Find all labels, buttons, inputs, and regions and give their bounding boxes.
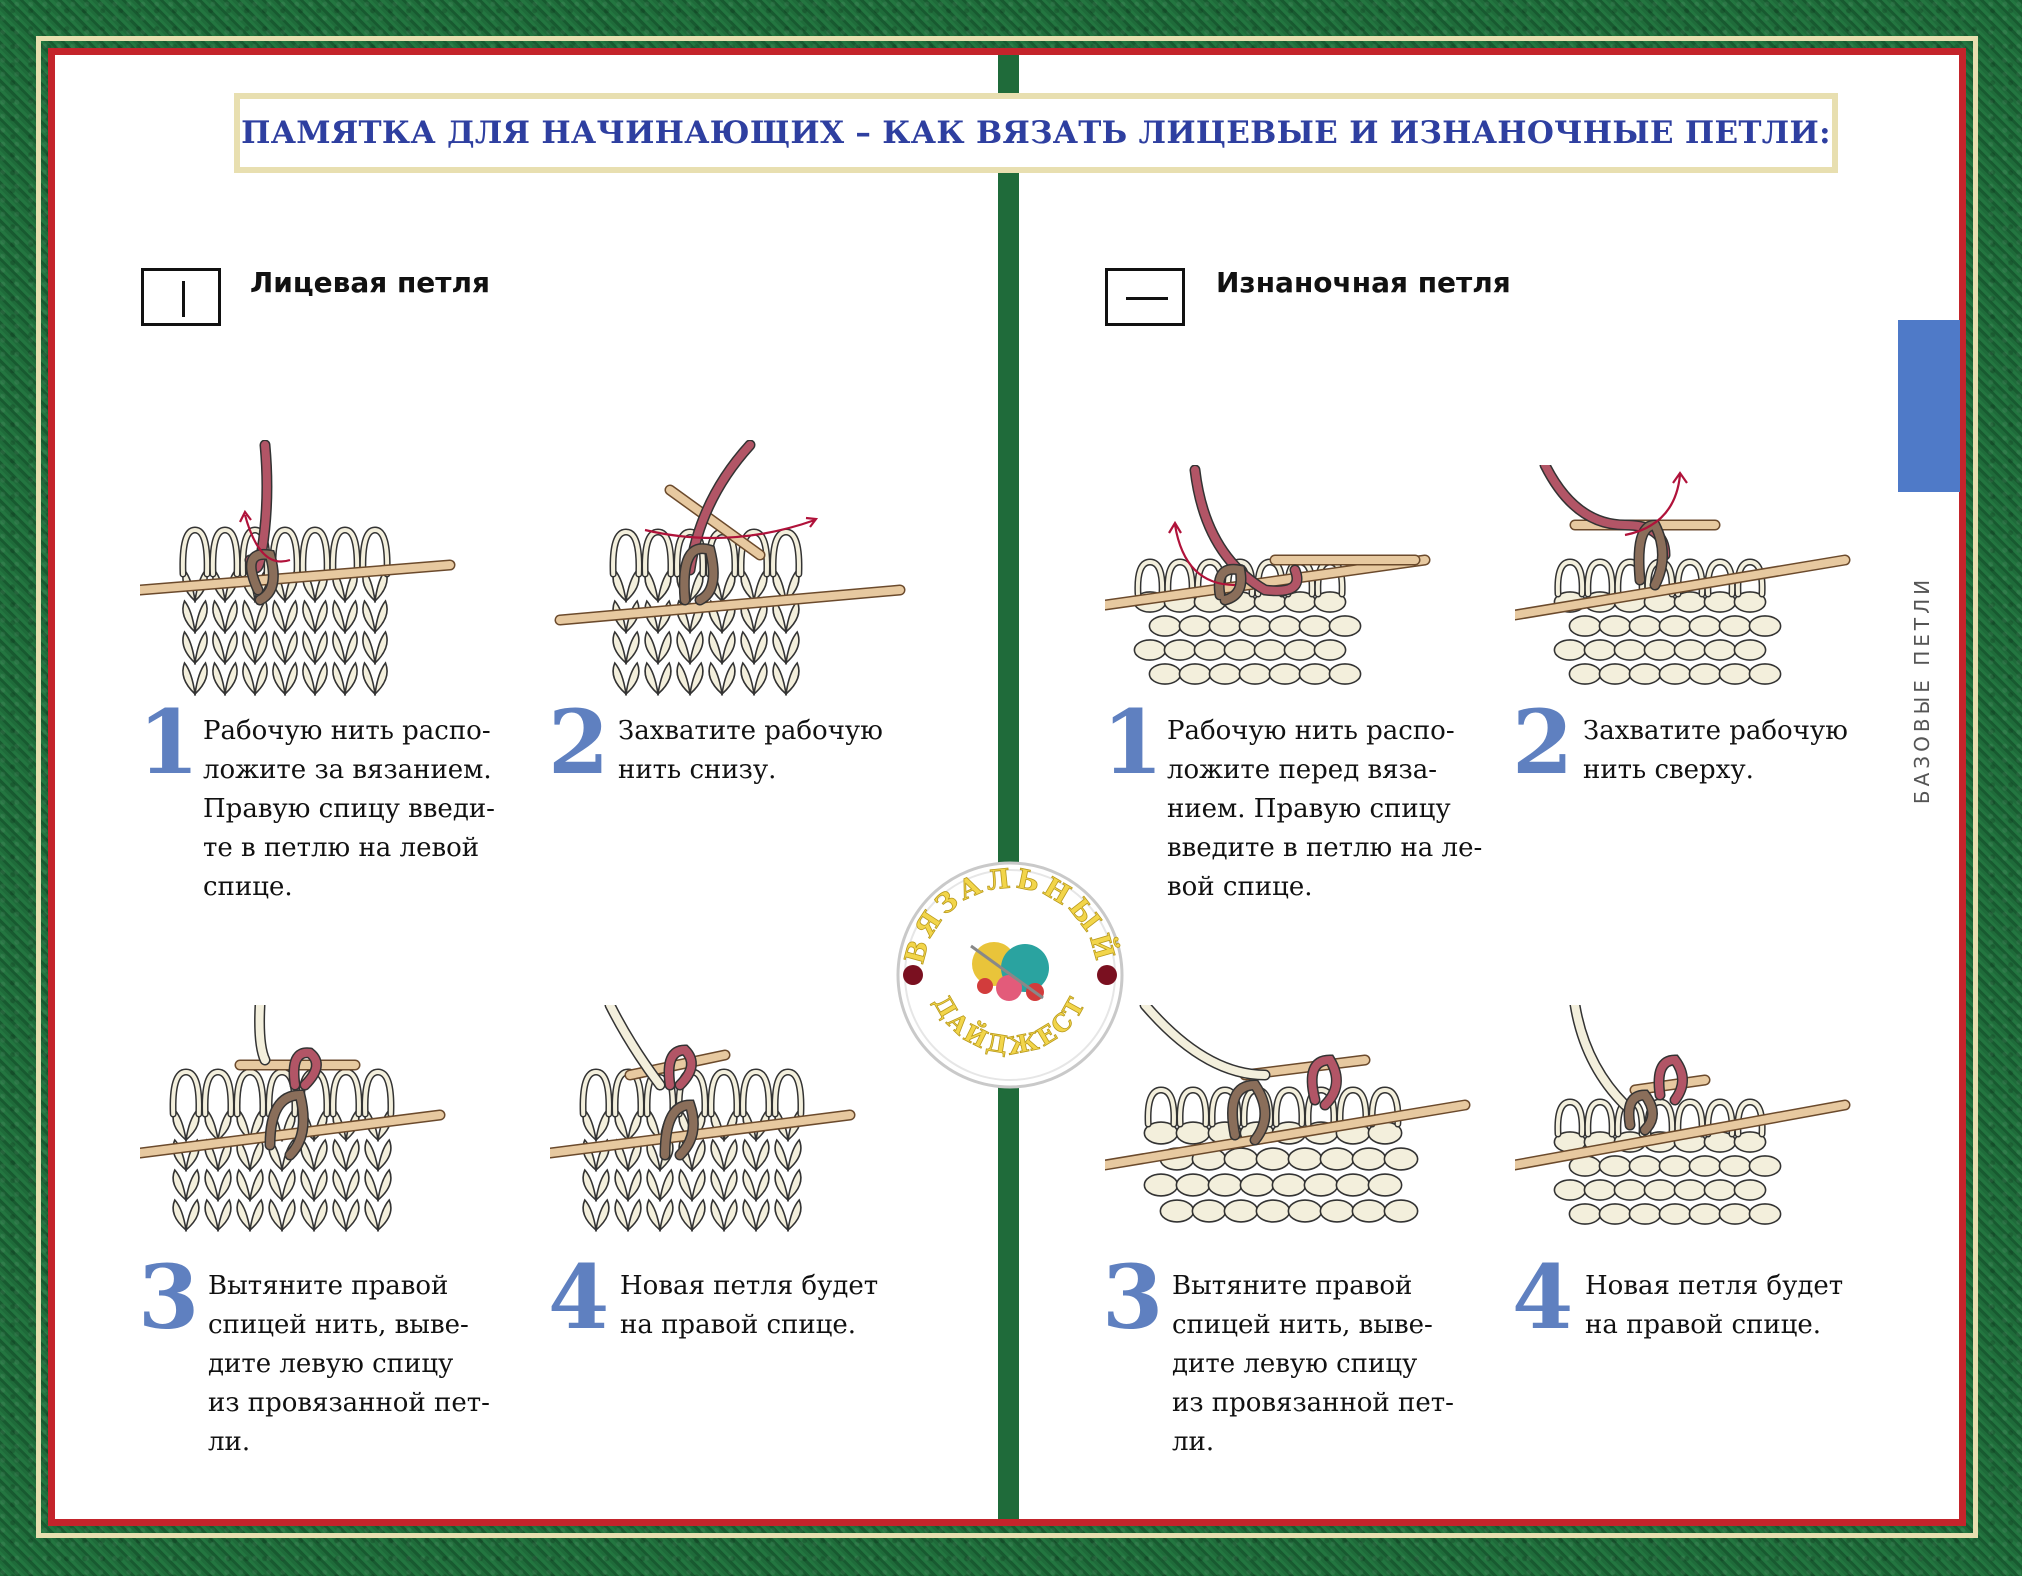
- knit-step2-number: 2: [548, 690, 610, 794]
- knit-symbol-icon: [141, 268, 221, 326]
- purl-step3-number: 3: [1102, 1245, 1164, 1349]
- side-label: БАЗОВЫЕ ПЕТЛИ: [1910, 575, 1934, 805]
- purl-step1-illustration: [1105, 465, 1431, 685]
- page-title: ПАМЯТКА ДЛЯ НАЧИНАЮЩИХ – КАК ВЯЗАТЬ ЛИЦЕ…: [241, 115, 1831, 151]
- knit-step1-text: Рабочую нить распо-ложите за вязанием.Пр…: [203, 716, 495, 902]
- left-page: [55, 55, 998, 1519]
- knit-step2-illustration: [554, 440, 906, 697]
- knit-fabric: [579, 1068, 805, 1233]
- title-banner: ПАМЯТКА ДЛЯ НАЧИНАЮЩИХ – КАК ВЯЗАТЬ ЛИЦЕ…: [234, 93, 1838, 173]
- purl-step2-illustration: [1515, 465, 1851, 685]
- purl-symbol-icon: [1105, 268, 1185, 326]
- knit-step1-illustration: [140, 440, 456, 697]
- purl-step3-illustration: [1105, 1005, 1471, 1223]
- knit-step4-number: 4: [548, 1245, 610, 1349]
- knit-step3-number: 3: [138, 1245, 200, 1349]
- purl-section-title: Изнаночная петля: [1216, 266, 1511, 299]
- red-frame: [48, 48, 1966, 1526]
- right-page: [1019, 55, 1959, 1519]
- page-spine: [998, 55, 1019, 1519]
- purl-step4-illustration: [1515, 1005, 1851, 1225]
- purl-step1-text: Рабочую нить распо-ложите перед вяза-ние…: [1167, 716, 1483, 902]
- knit-step1-number: 1: [138, 690, 200, 794]
- gold-frame: [36, 36, 1978, 1538]
- vyazalny-daydzhest-logo: ВЯЗАЛЬНЫЙ ДАЙДЖЕСТ: [896, 861, 1124, 1089]
- purl-step2-number: 2: [1512, 690, 1574, 794]
- knit-step4-illustration: [550, 1005, 856, 1233]
- knit-fabric: [179, 526, 391, 697]
- chapter-tab: [1898, 320, 1960, 492]
- knit-section-title: Лицевая петля: [250, 266, 491, 299]
- purl-step4-number: 4: [1512, 1245, 1574, 1349]
- purl-step1-number: 1: [1102, 690, 1164, 794]
- knit-step3-illustration: [140, 1005, 446, 1233]
